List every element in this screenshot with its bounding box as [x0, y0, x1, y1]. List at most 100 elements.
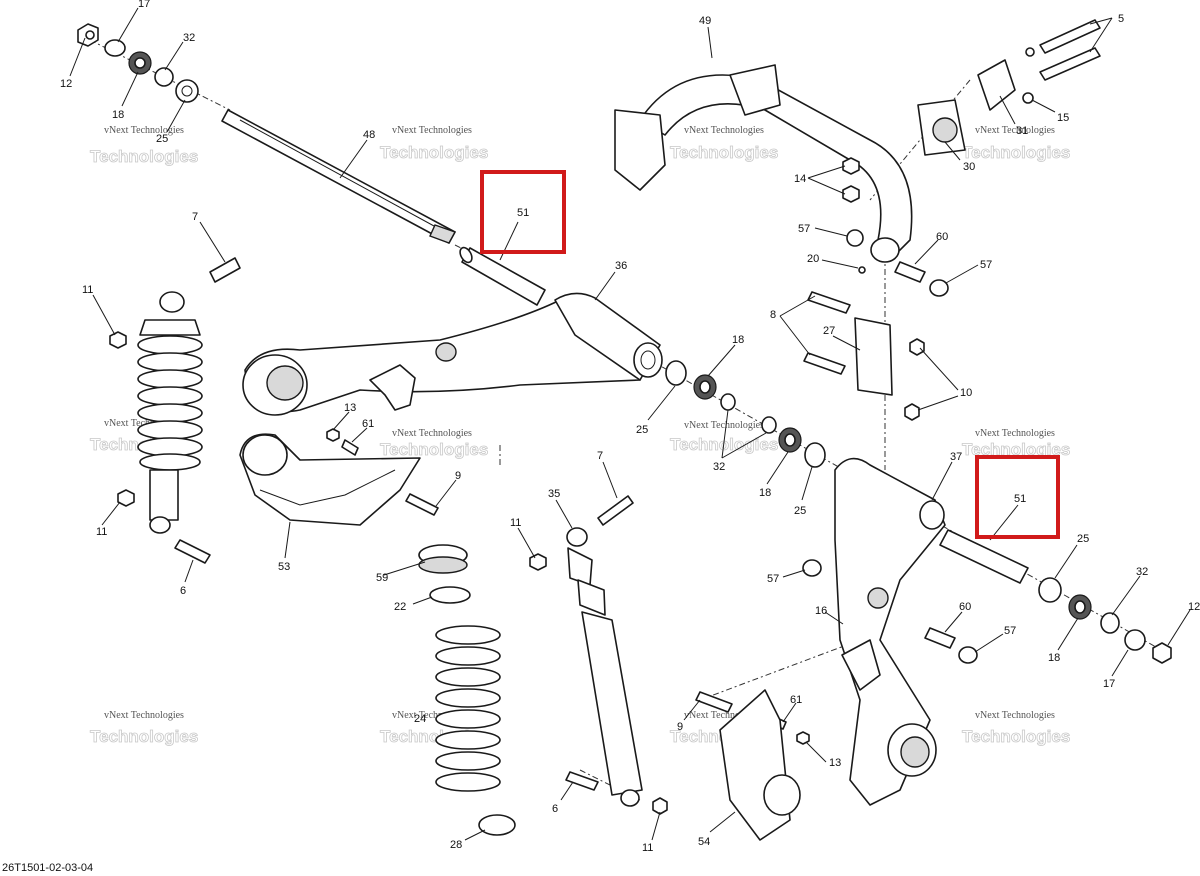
- leader-line: [1057, 617, 1079, 651]
- callout-label: 32: [1136, 566, 1148, 578]
- callout-label: 11: [510, 517, 521, 529]
- leader-line: [779, 315, 811, 356]
- trailing-arm-eye: [919, 500, 945, 530]
- leader-line: [101, 501, 121, 526]
- leader-line: [69, 37, 86, 77]
- callout-label: 13: [344, 402, 356, 414]
- callout-label: 25: [1077, 533, 1089, 545]
- callout-label: 11: [96, 526, 107, 538]
- callout-label: 61: [362, 418, 374, 430]
- callout-label: 9: [455, 470, 461, 482]
- leader-line: [814, 227, 848, 237]
- callout-label: 11: [82, 284, 93, 296]
- leader-line: [782, 569, 806, 578]
- nut-11: [652, 797, 668, 815]
- bolt-5: [1039, 47, 1101, 81]
- leader-line: [164, 41, 184, 71]
- skid-guard-lower: [719, 689, 801, 841]
- callout-label: 8: [770, 309, 776, 321]
- watermark-text: Technologies: [90, 727, 198, 746]
- watermark-text: vNext Technologies: [104, 418, 184, 429]
- watermark-text: vNext Technologies: [392, 125, 472, 136]
- callout-label: 53: [278, 561, 290, 573]
- callout-label: 7: [192, 211, 198, 223]
- pivot-hardware-right: [1038, 577, 1172, 664]
- callout-label: 15: [1057, 112, 1069, 124]
- shock-bottom-eye: [620, 789, 640, 807]
- leader-line: [807, 177, 846, 195]
- callout-label: 11: [642, 842, 653, 854]
- shock-body: [149, 469, 179, 521]
- leader-line: [945, 264, 979, 284]
- callout-label: 48: [363, 129, 375, 141]
- callout-label: 7: [597, 450, 603, 462]
- leader-line: [974, 633, 1004, 653]
- bushing-57: [802, 559, 822, 577]
- coil: [435, 625, 501, 645]
- watermark-text: Technologies: [380, 143, 488, 162]
- skid-plate-loop: [242, 434, 288, 476]
- leader-line: [412, 596, 433, 605]
- leader-line: [805, 741, 827, 763]
- leader-line: [801, 466, 813, 501]
- watermark-text: vNext Technologies: [975, 428, 1055, 439]
- washer: [1025, 47, 1035, 57]
- leader-line: [779, 295, 816, 317]
- callout-label: 57: [767, 573, 779, 585]
- coil: [435, 688, 501, 708]
- nut-15: [1022, 92, 1034, 104]
- callout-label: 17: [138, 0, 150, 10]
- watermark-text: vNext Technologies: [104, 710, 184, 721]
- leader-line: [602, 461, 618, 499]
- diagram-reference-code: 26T1501-02-03-04: [2, 862, 93, 874]
- callout-label: 25: [794, 505, 806, 517]
- ring-part: [154, 67, 174, 87]
- nut-11: [529, 553, 547, 571]
- ring-32: [761, 416, 777, 434]
- spacer-17: [1124, 629, 1146, 651]
- a-arm-eye-inner: [266, 365, 304, 401]
- leader-line: [499, 221, 519, 261]
- bearing-25: [665, 360, 687, 386]
- spring-seat-22: [429, 586, 471, 604]
- sleeve-60: [894, 261, 926, 283]
- stabilizer-clamp: [729, 64, 781, 116]
- trailing-arm-hub-inner: [900, 736, 930, 768]
- skid-plate-rib: [259, 469, 396, 506]
- nut-hole: [85, 30, 95, 40]
- leader-line: [351, 427, 368, 443]
- watermark-group: vNext Technologies Technologies vNext Te…: [90, 125, 1071, 746]
- leader-line: [1031, 99, 1056, 113]
- shaft-end: [429, 224, 457, 244]
- spacer-part: [104, 39, 126, 57]
- coil: [137, 369, 203, 389]
- watermark-text: vNext Technologies: [684, 420, 764, 431]
- nut-10: [909, 338, 925, 356]
- leader-line: [517, 527, 536, 559]
- shock-absorber-center: [566, 527, 643, 807]
- callout-label: 5: [1118, 13, 1124, 25]
- callout-label: 59: [376, 572, 388, 584]
- coil: [137, 352, 203, 372]
- ring-32: [1100, 612, 1120, 634]
- leader-line: [560, 781, 574, 801]
- callout-label: 32: [183, 32, 195, 44]
- callout-label: 28: [450, 839, 462, 851]
- watermark-text: vNext Technologies: [975, 710, 1055, 721]
- a-arm-bracket: [369, 364, 416, 411]
- callout-label: 25: [636, 424, 648, 436]
- callout-label: 30: [963, 161, 975, 173]
- leader-line: [339, 139, 368, 179]
- callout-label: 51: [1014, 493, 1026, 505]
- leader-line: [332, 411, 350, 431]
- adjuster-ring-28: [478, 814, 516, 836]
- callout-label: 60: [959, 601, 971, 613]
- callout-label: 17: [1103, 678, 1115, 690]
- leader-line: [199, 221, 226, 263]
- callout-label: 16: [815, 605, 827, 617]
- callout-label: 37: [950, 451, 962, 463]
- bushing-clamp-31: [977, 59, 1016, 111]
- leader-line: [464, 829, 486, 841]
- bolt-7: [209, 257, 241, 283]
